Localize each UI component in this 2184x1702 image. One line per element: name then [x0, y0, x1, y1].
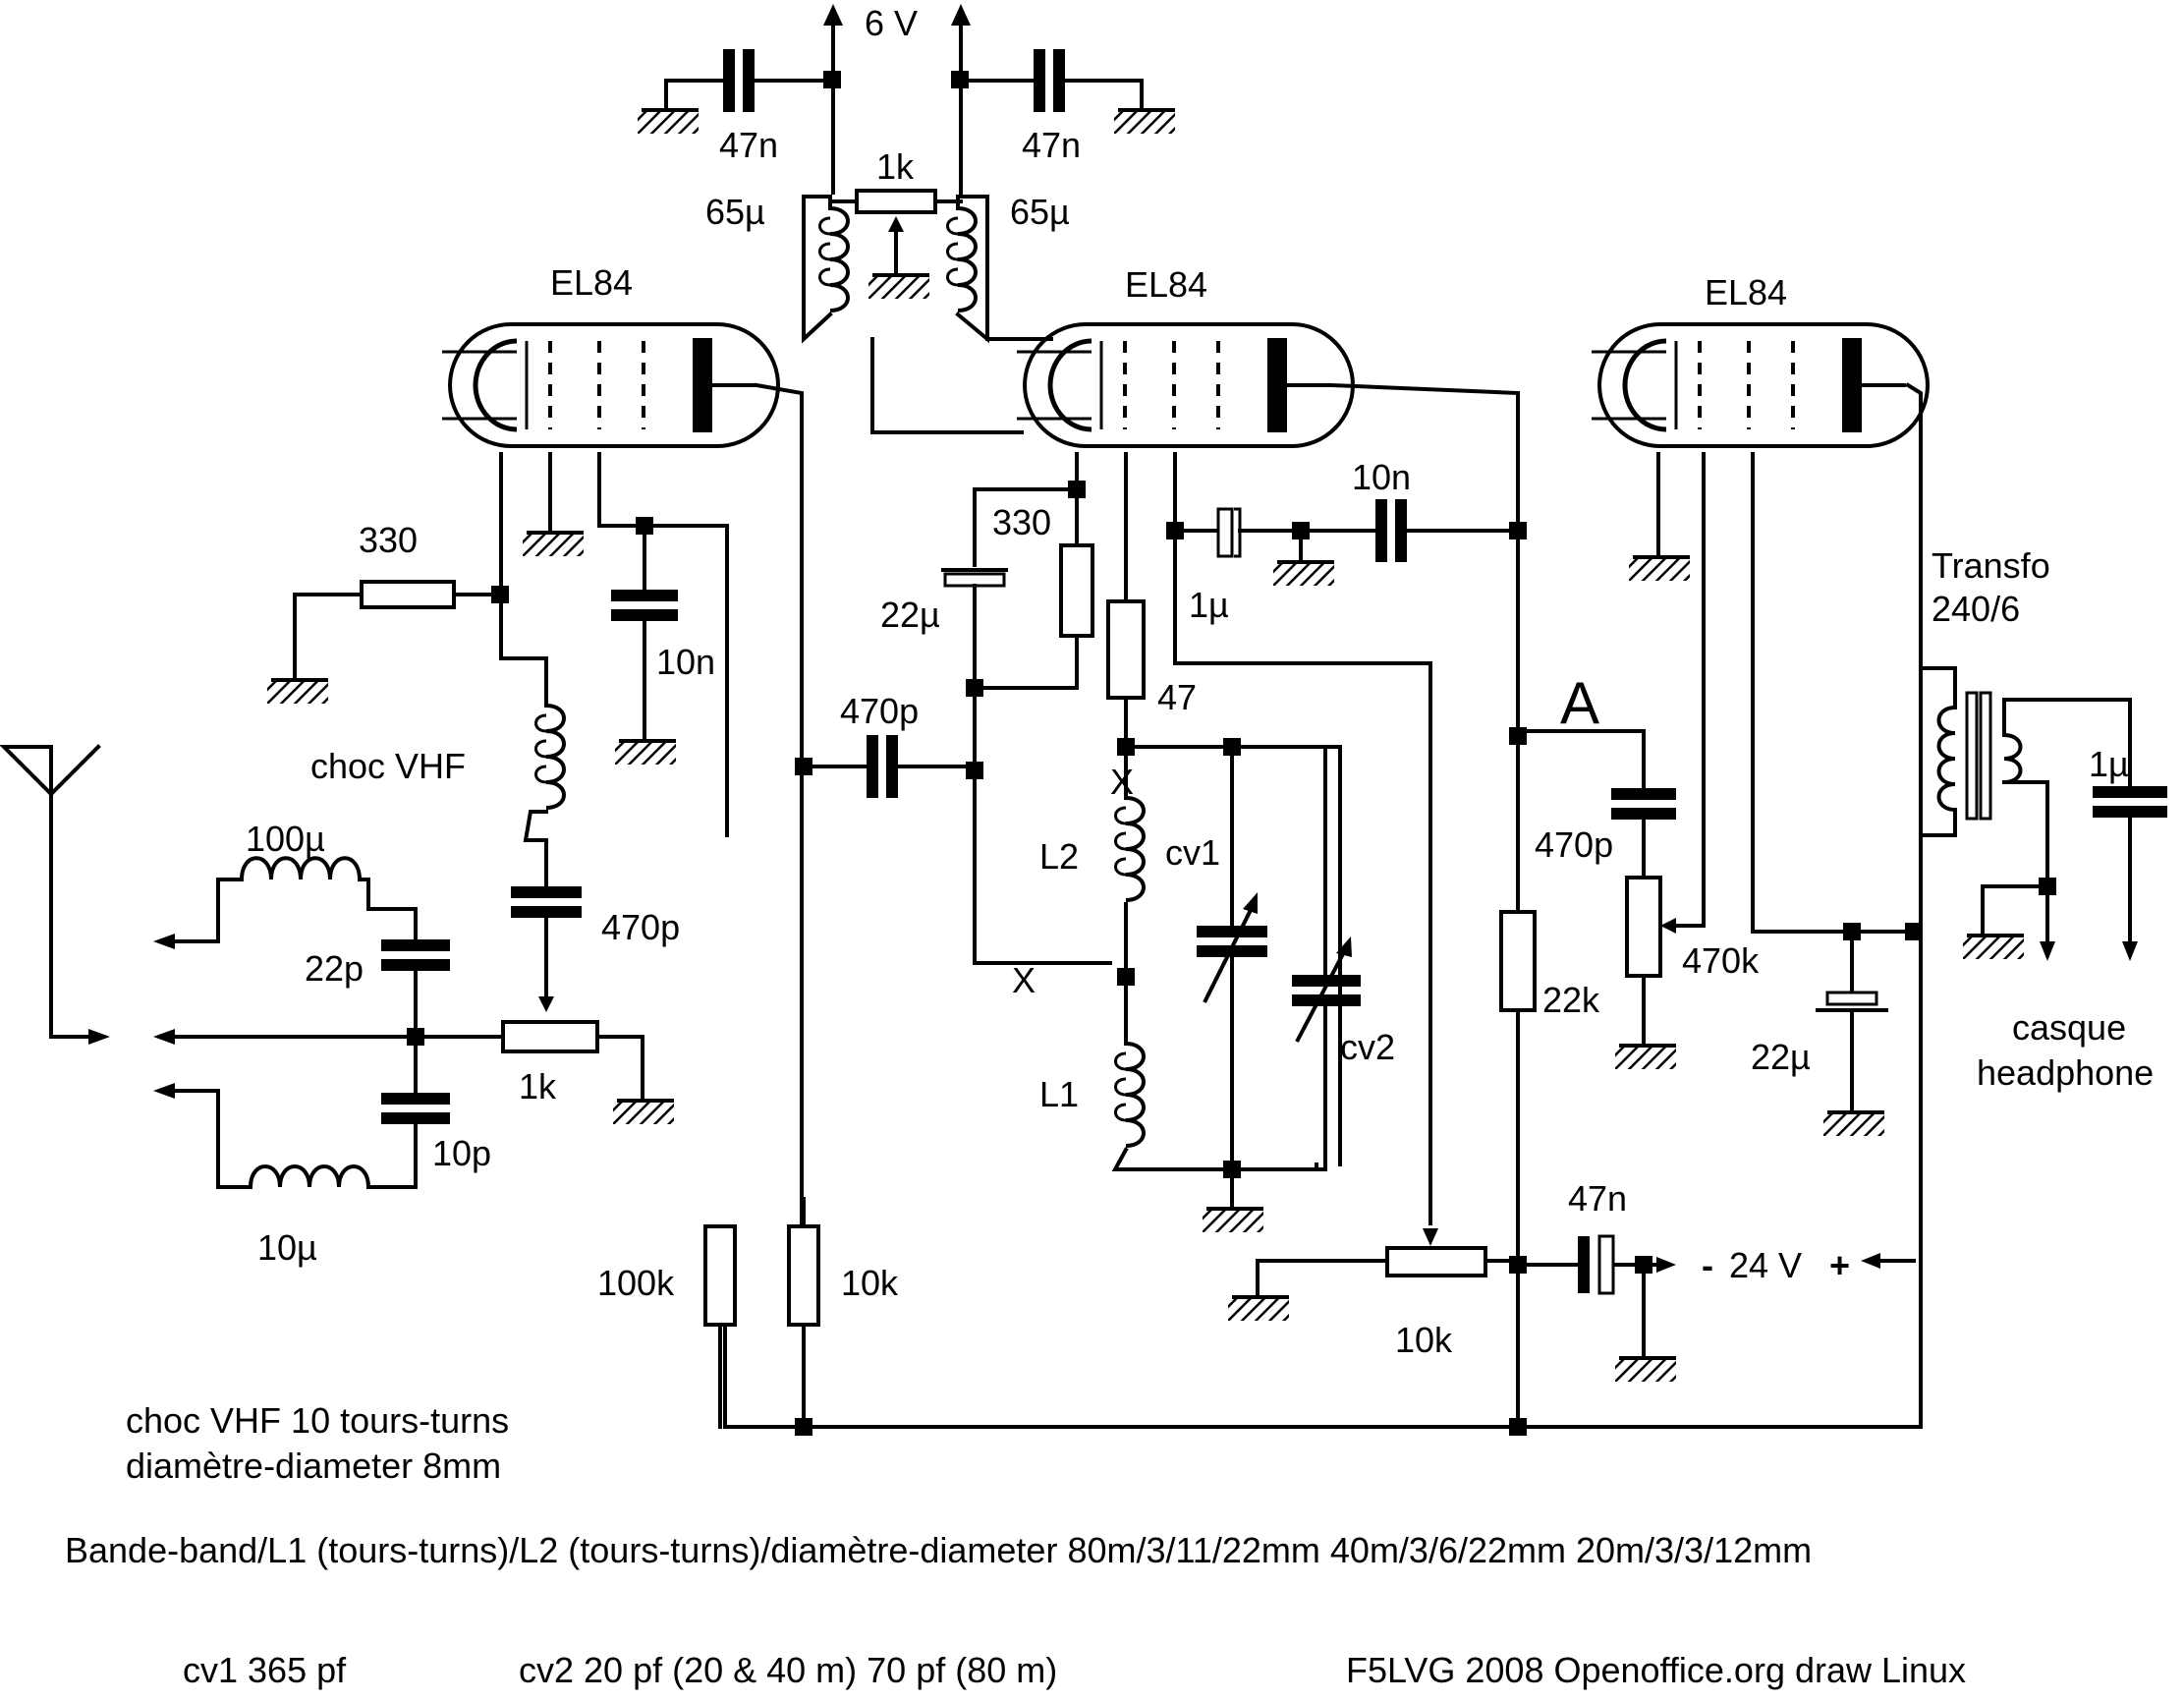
c-470p-mid-label: 470p — [840, 691, 919, 731]
tube-v1-label: EL84 — [550, 262, 633, 303]
note-choke-1: choc VHF 10 tours-turns — [126, 1400, 509, 1441]
note-cv2: cv2 20 pf (20 & 40 m) 70 pf (80 m) — [519, 1650, 1057, 1690]
c-47n-bottom-label: 47n — [1568, 1178, 1627, 1219]
l-100u-label: 100µ — [246, 819, 325, 859]
stage-3-wiring — [1516, 382, 2167, 1429]
c-10n-mid-label: 10n — [1352, 457, 1411, 497]
tube-v2-label: EL84 — [1125, 264, 1207, 305]
c-22u-right-label: 22µ — [1751, 1037, 1811, 1077]
transfo-label-1: Transfo — [1932, 545, 2050, 586]
l1-label: L1 — [1039, 1074, 1079, 1114]
headphone-label: headphone — [1977, 1052, 2154, 1093]
r-22k-label: 22k — [1542, 980, 1600, 1020]
l-65u-left-label: 65µ — [705, 192, 765, 232]
c-470p-left-label: 470p — [601, 907, 680, 947]
supply-bottom-plus: + — [1829, 1245, 1850, 1285]
cv1-label: cv1 — [1165, 832, 1220, 873]
r-10k-left-label: 10k — [841, 1263, 899, 1303]
r-10k-pot-label: 10k — [1395, 1320, 1453, 1360]
note-choke-2: diamètre-diameter 8mm — [126, 1446, 501, 1486]
r-1k-top-label: 1k — [876, 146, 915, 187]
supply-bottom-voltage: 24 V — [1729, 1245, 1802, 1285]
c-47n-right-label: 47n — [1022, 125, 1081, 165]
casque-label: casque — [2012, 1007, 2126, 1048]
l2-label: L2 — [1039, 836, 1079, 877]
tube-v2 — [1017, 324, 1353, 446]
note-bands: Bande-band/L1 (tours-turns)/L2 (tours-tu… — [65, 1530, 1812, 1570]
c-47n-left-label: 47n — [719, 125, 778, 165]
supply-top-label: 6 V — [865, 3, 918, 43]
cv2-label: cv2 — [1340, 1027, 1395, 1067]
c-10p-label: 10p — [432, 1133, 491, 1173]
transfo-label-2: 240/6 — [1932, 589, 2020, 629]
r-100k-label: 100k — [597, 1263, 675, 1303]
c-1u-mid-label: 1µ — [1189, 585, 1229, 625]
c-10n-left-label: 10n — [656, 642, 715, 682]
stage-2-wiring: X X — [795, 382, 1678, 1429]
tube-v3-label: EL84 — [1705, 272, 1787, 312]
r-330-left-label: 330 — [359, 520, 418, 560]
c-22p-label: 22p — [305, 948, 364, 989]
c-1u-right-label: 1µ — [2089, 744, 2129, 784]
c-470p-right-label: 470p — [1535, 824, 1613, 865]
note-credit: F5LVG 2008 Openoffice.org draw Linux — [1346, 1650, 1966, 1690]
c-22u-mid-label: 22µ — [880, 595, 940, 635]
tube-v1 — [442, 324, 778, 446]
r-470k-label: 470k — [1682, 940, 1760, 981]
l2-cut-mark: X — [1110, 762, 1134, 802]
choke-vhf-label: choc VHF — [310, 746, 466, 786]
tube-v3 — [1592, 324, 1928, 446]
bus-wiring — [703, 1197, 1916, 1436]
r-1k-pot-label: 1k — [519, 1066, 557, 1106]
supply-bottom-minus: - — [1702, 1245, 1713, 1285]
l-10u-label: 10µ — [257, 1227, 317, 1268]
l-65u-right-label: 65µ — [1010, 192, 1070, 232]
l1-cut-mark: X — [1012, 960, 1036, 1000]
supply-bottom-arrow — [1861, 1253, 1916, 1269]
r-330-mid-label: 330 — [992, 502, 1051, 542]
stage-1-wiring — [0, 382, 804, 1225]
point-a-label: A — [1560, 670, 1599, 736]
supply-top — [636, 4, 1177, 434]
r-47-label: 47 — [1157, 677, 1197, 717]
note-cv1: cv1 365 pf — [183, 1650, 347, 1690]
